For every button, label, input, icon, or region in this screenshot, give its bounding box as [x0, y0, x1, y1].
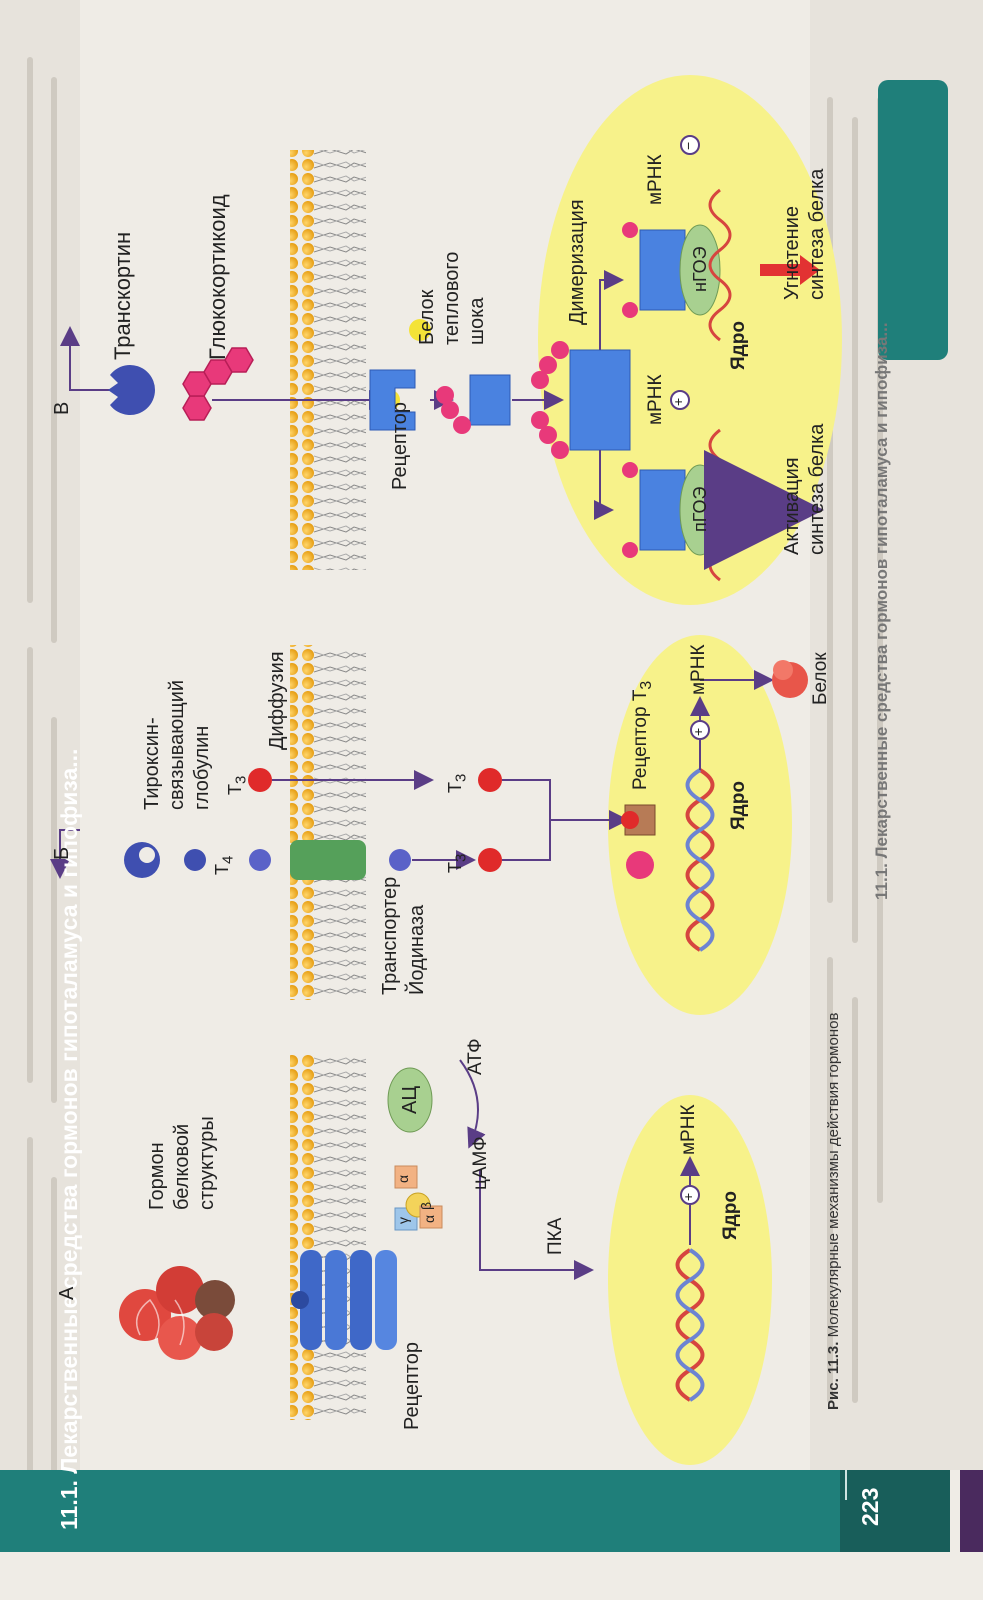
page-number: 223 — [857, 1487, 883, 1526]
deiodinase-label: Йодиназа — [406, 904, 428, 995]
t3-to-receptor-arrow — [502, 779, 625, 861]
hsp-free — [409, 319, 431, 341]
t3-outer — [248, 768, 272, 792]
transporter-label: Транспортер — [379, 876, 401, 995]
dimerization-label: Димеризация — [566, 199, 588, 325]
t3-inner-a — [478, 848, 502, 872]
transcortin — [108, 365, 155, 415]
side-heading: 11.1. Лекарственные средства гормонов ги… — [872, 322, 891, 900]
tbg-arrow — [50, 829, 80, 879]
receptor-a-label: Рецептор — [401, 1342, 423, 1430]
glucocorticoid-label: Глюкокортикоид — [205, 194, 230, 360]
ac-label: АЦ — [399, 1085, 421, 1114]
nucleus-a-label: Ядро — [720, 1191, 741, 1240]
ngre-label: нГОЭ — [690, 246, 710, 292]
transporter-cylinder — [290, 840, 366, 880]
g-alpha-a — [394, 1165, 418, 1189]
t3-inner-b — [478, 768, 502, 792]
t4-label: T4 — [212, 855, 237, 875]
panel-a-letter: А — [56, 1286, 78, 1300]
receptor-c-label: Рецептор — [389, 402, 411, 490]
mrna-b: мРНК — [688, 644, 709, 695]
mrna-a: мРНК — [678, 1104, 699, 1155]
footer-band — [0, 1470, 840, 1552]
t4-free — [249, 849, 271, 871]
g-alpha-b — [419, 1205, 443, 1229]
pgre-label: пГОЭ — [690, 486, 710, 532]
ngre-complex — [622, 222, 721, 318]
bleed-text-area — [0, 0, 80, 1600]
t4-bound — [184, 849, 206, 871]
transcortin-arrow — [69, 370, 110, 391]
plus-circle-c — [670, 390, 690, 410]
gamma-label: γ — [395, 1217, 411, 1224]
panel-b-letter: Б — [51, 846, 73, 860]
protein-hormone — [119, 1266, 235, 1360]
caption-label: Рис. 11.3. — [825, 1341, 842, 1410]
diffusion-label: Диффузия — [266, 651, 288, 750]
figure-caption: Рис. 11.3. Молекулярные механизмы действ… — [825, 1013, 843, 1410]
mrna-plus-label: мРНК — [645, 374, 666, 425]
nucleus-b-label: Ядро — [728, 781, 749, 830]
alpha-b: α — [421, 1214, 437, 1223]
t3-receptor-label: Рецептор T3 — [630, 680, 655, 790]
transcortin-label: Транскортин — [110, 231, 135, 360]
t3-mid-label-a: T3 — [445, 853, 470, 873]
t3-top-label: T3 — [225, 775, 250, 795]
chapter-tab — [878, 80, 948, 360]
plus-a: + — [680, 1192, 696, 1201]
dna-helix-a — [675, 1248, 705, 1402]
camp-label: цАМФ — [470, 1136, 491, 1190]
dna-helix-b — [685, 768, 715, 952]
gpcr-receptor — [291, 1250, 397, 1350]
minus-c: − — [680, 141, 696, 150]
tbg-protein — [124, 842, 160, 878]
atp-arrow — [459, 1059, 486, 1149]
t3-mid-label-b: T3 — [445, 773, 470, 793]
membrane-c — [290, 150, 366, 570]
plus-b: + — [690, 727, 706, 736]
protein-label: Белок — [810, 652, 831, 705]
membrane-a — [290, 1055, 366, 1420]
plus-c: + — [670, 397, 686, 406]
membrane-b — [290, 645, 366, 1000]
panel-c-letter: В — [51, 401, 73, 415]
minus-circle-c — [680, 135, 700, 155]
t3-nuclear — [626, 851, 654, 879]
faint-text-lines — [27, 57, 883, 1563]
protein-product — [772, 660, 808, 698]
nucleus-c-label: Ядро — [728, 321, 749, 370]
alpha-a: α — [395, 1174, 411, 1183]
running-title: 11.1. Лекарственные средства гормонов ги… — [56, 748, 82, 1530]
t4-inner — [389, 849, 411, 871]
caption-text: Молекулярные механизмы действия гормонов — [825, 1012, 842, 1338]
glucocorticoid — [182, 347, 254, 421]
gr-receptor — [369, 369, 416, 431]
nucleus-b — [608, 635, 792, 1015]
atp-label: АТФ — [465, 1038, 486, 1075]
camp-to-pka-arrow — [479, 1170, 594, 1280]
adenylate-cyclase — [387, 1067, 433, 1133]
beta-label: β — [418, 1201, 434, 1210]
pka-label: ПКА — [545, 1217, 566, 1255]
mrna-minus-label: мРНК — [645, 154, 666, 205]
gr-ligand-complex — [436, 374, 511, 434]
